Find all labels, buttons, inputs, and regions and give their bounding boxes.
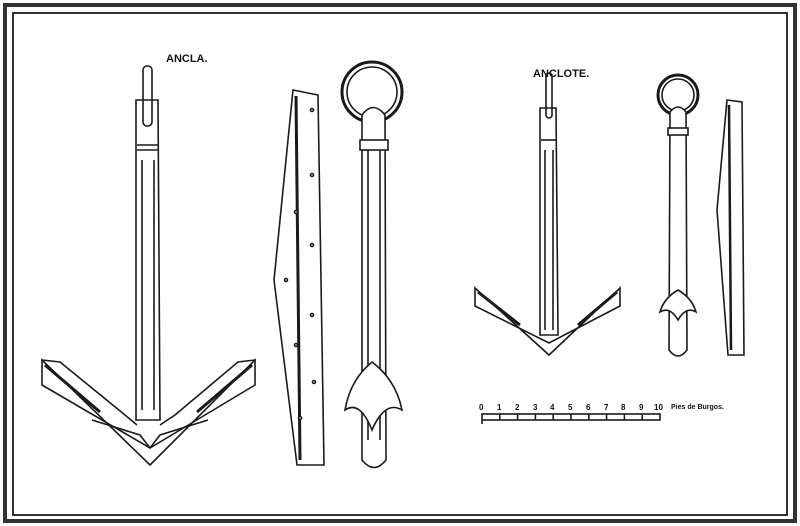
ancla-stock bbox=[273, 89, 325, 466]
scale-tick: 0 bbox=[479, 403, 484, 412]
scale-tick: 9 bbox=[639, 403, 644, 412]
anclote-side-view bbox=[656, 73, 700, 357]
scale-tick: 6 bbox=[586, 403, 591, 412]
scale-tick: 7 bbox=[604, 403, 609, 412]
scale-tick: 8 bbox=[621, 403, 626, 412]
ancla-front-view bbox=[41, 65, 256, 467]
scale-tick: 2 bbox=[515, 403, 520, 412]
scale-bar bbox=[481, 413, 661, 424]
inner-frame bbox=[12, 12, 788, 516]
outer-frame bbox=[3, 3, 797, 523]
scale-tick: 10 bbox=[654, 403, 663, 412]
scale-tick: 1 bbox=[497, 403, 502, 412]
ancla-shackle bbox=[142, 65, 153, 127]
anclote-title: ANCLOTE. bbox=[533, 68, 590, 80]
ancla-side-view bbox=[340, 60, 404, 469]
ancla-shank bbox=[135, 99, 161, 421]
scale-unit-label: Pies de Burgos. bbox=[671, 404, 724, 411]
anclote-stock bbox=[716, 99, 745, 356]
ancla-stock-holes bbox=[283, 107, 317, 421]
anclote-front-view bbox=[474, 72, 621, 357]
scale-tick: 5 bbox=[568, 403, 573, 412]
scale-tick: 4 bbox=[550, 403, 555, 412]
ancla-arms bbox=[41, 358, 256, 467]
ancla-title: ANCLA. bbox=[166, 53, 208, 65]
scale-tick: 3 bbox=[533, 403, 538, 412]
